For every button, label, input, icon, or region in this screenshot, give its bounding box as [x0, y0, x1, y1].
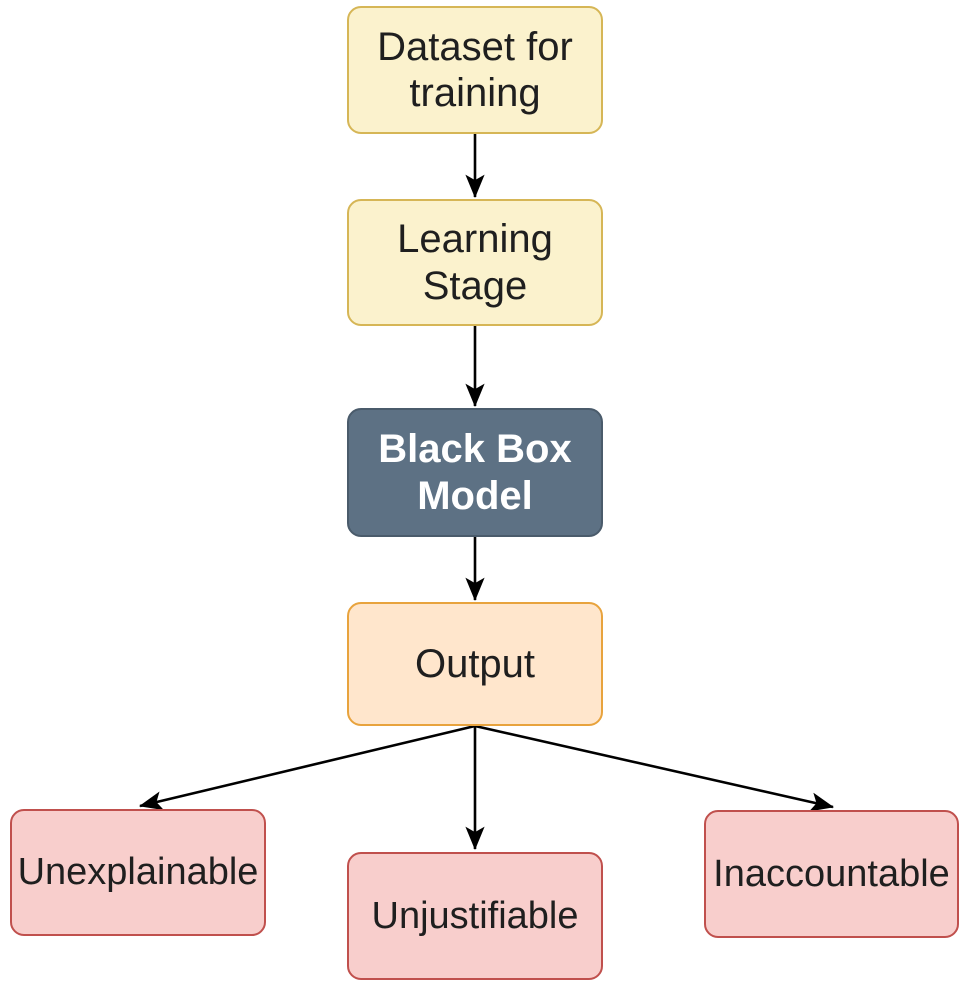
node-unjustifiable-label: Unjustifiable: [371, 894, 579, 937]
edge-output-to-inaccountable: [474, 724, 835, 812]
node-black-box-model[interactable]: Black Box Model: [347, 408, 603, 537]
node-learning-stage-label: Learning Stage: [397, 217, 553, 308]
node-dataset-for-training-label: Dataset for training: [377, 24, 573, 115]
node-unjustifiable[interactable]: Unjustifiable: [347, 852, 603, 980]
edge-output-to-unexplainable: [138, 724, 476, 811]
node-unexplainable-label: Unexplainable: [17, 851, 259, 894]
node-output-label: Output: [414, 641, 536, 686]
node-output[interactable]: Output: [347, 602, 603, 726]
node-unexplainable[interactable]: Unexplainable: [10, 809, 266, 936]
node-inaccountable[interactable]: Inaccountable: [704, 810, 959, 938]
node-black-box-model-label: Black Box Model: [378, 427, 572, 518]
node-inaccountable-label: Inaccountable: [713, 852, 950, 895]
node-dataset-for-training[interactable]: Dataset for training: [347, 6, 603, 134]
node-learning-stage[interactable]: Learning Stage: [347, 199, 603, 326]
